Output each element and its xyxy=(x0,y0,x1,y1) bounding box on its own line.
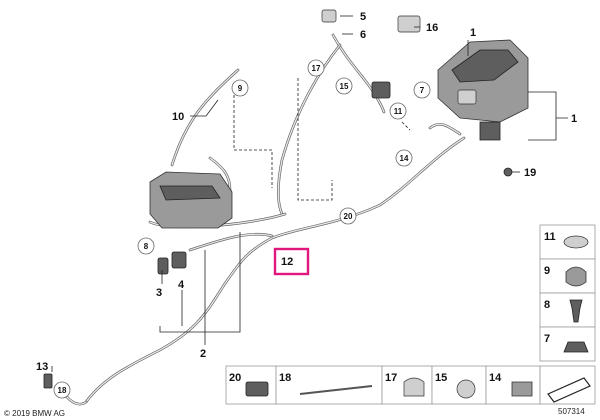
hose-lines xyxy=(60,33,466,406)
label-6: 6 xyxy=(360,29,366,41)
panel-label-20: 20 xyxy=(229,372,241,384)
small-parts xyxy=(43,9,513,389)
callout-7: 7 xyxy=(420,86,425,95)
tank xyxy=(149,171,233,275)
clamp-icon xyxy=(563,235,589,249)
callout-14: 14 xyxy=(400,154,409,163)
charcoal-canister xyxy=(397,15,529,141)
panel-label-7: 7 xyxy=(544,333,550,345)
parts-panel-bottom: 20 18 17 15 14 xyxy=(225,365,596,405)
screw-icon xyxy=(569,299,583,323)
panel-label-18: 18 xyxy=(279,372,291,384)
panel-label-14: 14 xyxy=(489,372,502,384)
bracket-11 xyxy=(401,121,411,131)
clip-icon xyxy=(565,266,587,287)
callout-18: 18 xyxy=(58,386,67,395)
label-10: 10 xyxy=(172,111,184,123)
callout-15: 15 xyxy=(340,82,349,91)
bracket-12 xyxy=(297,78,333,201)
copyright: © 2019 BMW AG xyxy=(4,409,65,418)
label-5: 5 xyxy=(360,11,366,23)
connector-icon xyxy=(511,381,533,397)
holder-icon xyxy=(245,381,269,397)
callout-8: 8 xyxy=(144,242,149,251)
label-19: 19 xyxy=(524,167,536,179)
highlight-box-12 xyxy=(273,247,310,276)
arrow-icon xyxy=(547,377,591,403)
callout-20: 20 xyxy=(344,212,353,221)
label-1-right: 1 xyxy=(571,113,577,125)
nut-icon xyxy=(563,341,589,353)
clip-bracket-icon xyxy=(403,377,425,397)
label-16: 16 xyxy=(426,22,438,34)
panel-label-8: 8 xyxy=(544,299,550,311)
bracket-10 xyxy=(233,90,273,188)
diagram-code: 507314 xyxy=(558,407,585,416)
label-12: 12 xyxy=(281,256,293,268)
grommet-icon xyxy=(456,379,476,399)
label-13: 13 xyxy=(36,361,48,373)
label-2: 2 xyxy=(200,348,206,360)
panel-label-17: 17 xyxy=(385,372,397,384)
circled-callouts: 17 15 11 7 9 14 20 8 18 xyxy=(53,59,431,399)
parts-panel-side: 11 9 8 7 xyxy=(539,224,596,362)
cable-tie-icon xyxy=(299,385,373,395)
leader-lines xyxy=(51,15,568,372)
label-4: 4 xyxy=(178,279,185,291)
panel-label-15: 15 xyxy=(435,372,447,384)
callout-17: 17 xyxy=(312,64,321,73)
panel-label-11: 11 xyxy=(544,231,556,243)
panel-label-9: 9 xyxy=(544,265,550,277)
callout-9: 9 xyxy=(238,84,243,93)
callout-11: 11 xyxy=(394,107,403,116)
label-1-top: 1 xyxy=(470,27,476,39)
label-3: 3 xyxy=(156,287,162,299)
